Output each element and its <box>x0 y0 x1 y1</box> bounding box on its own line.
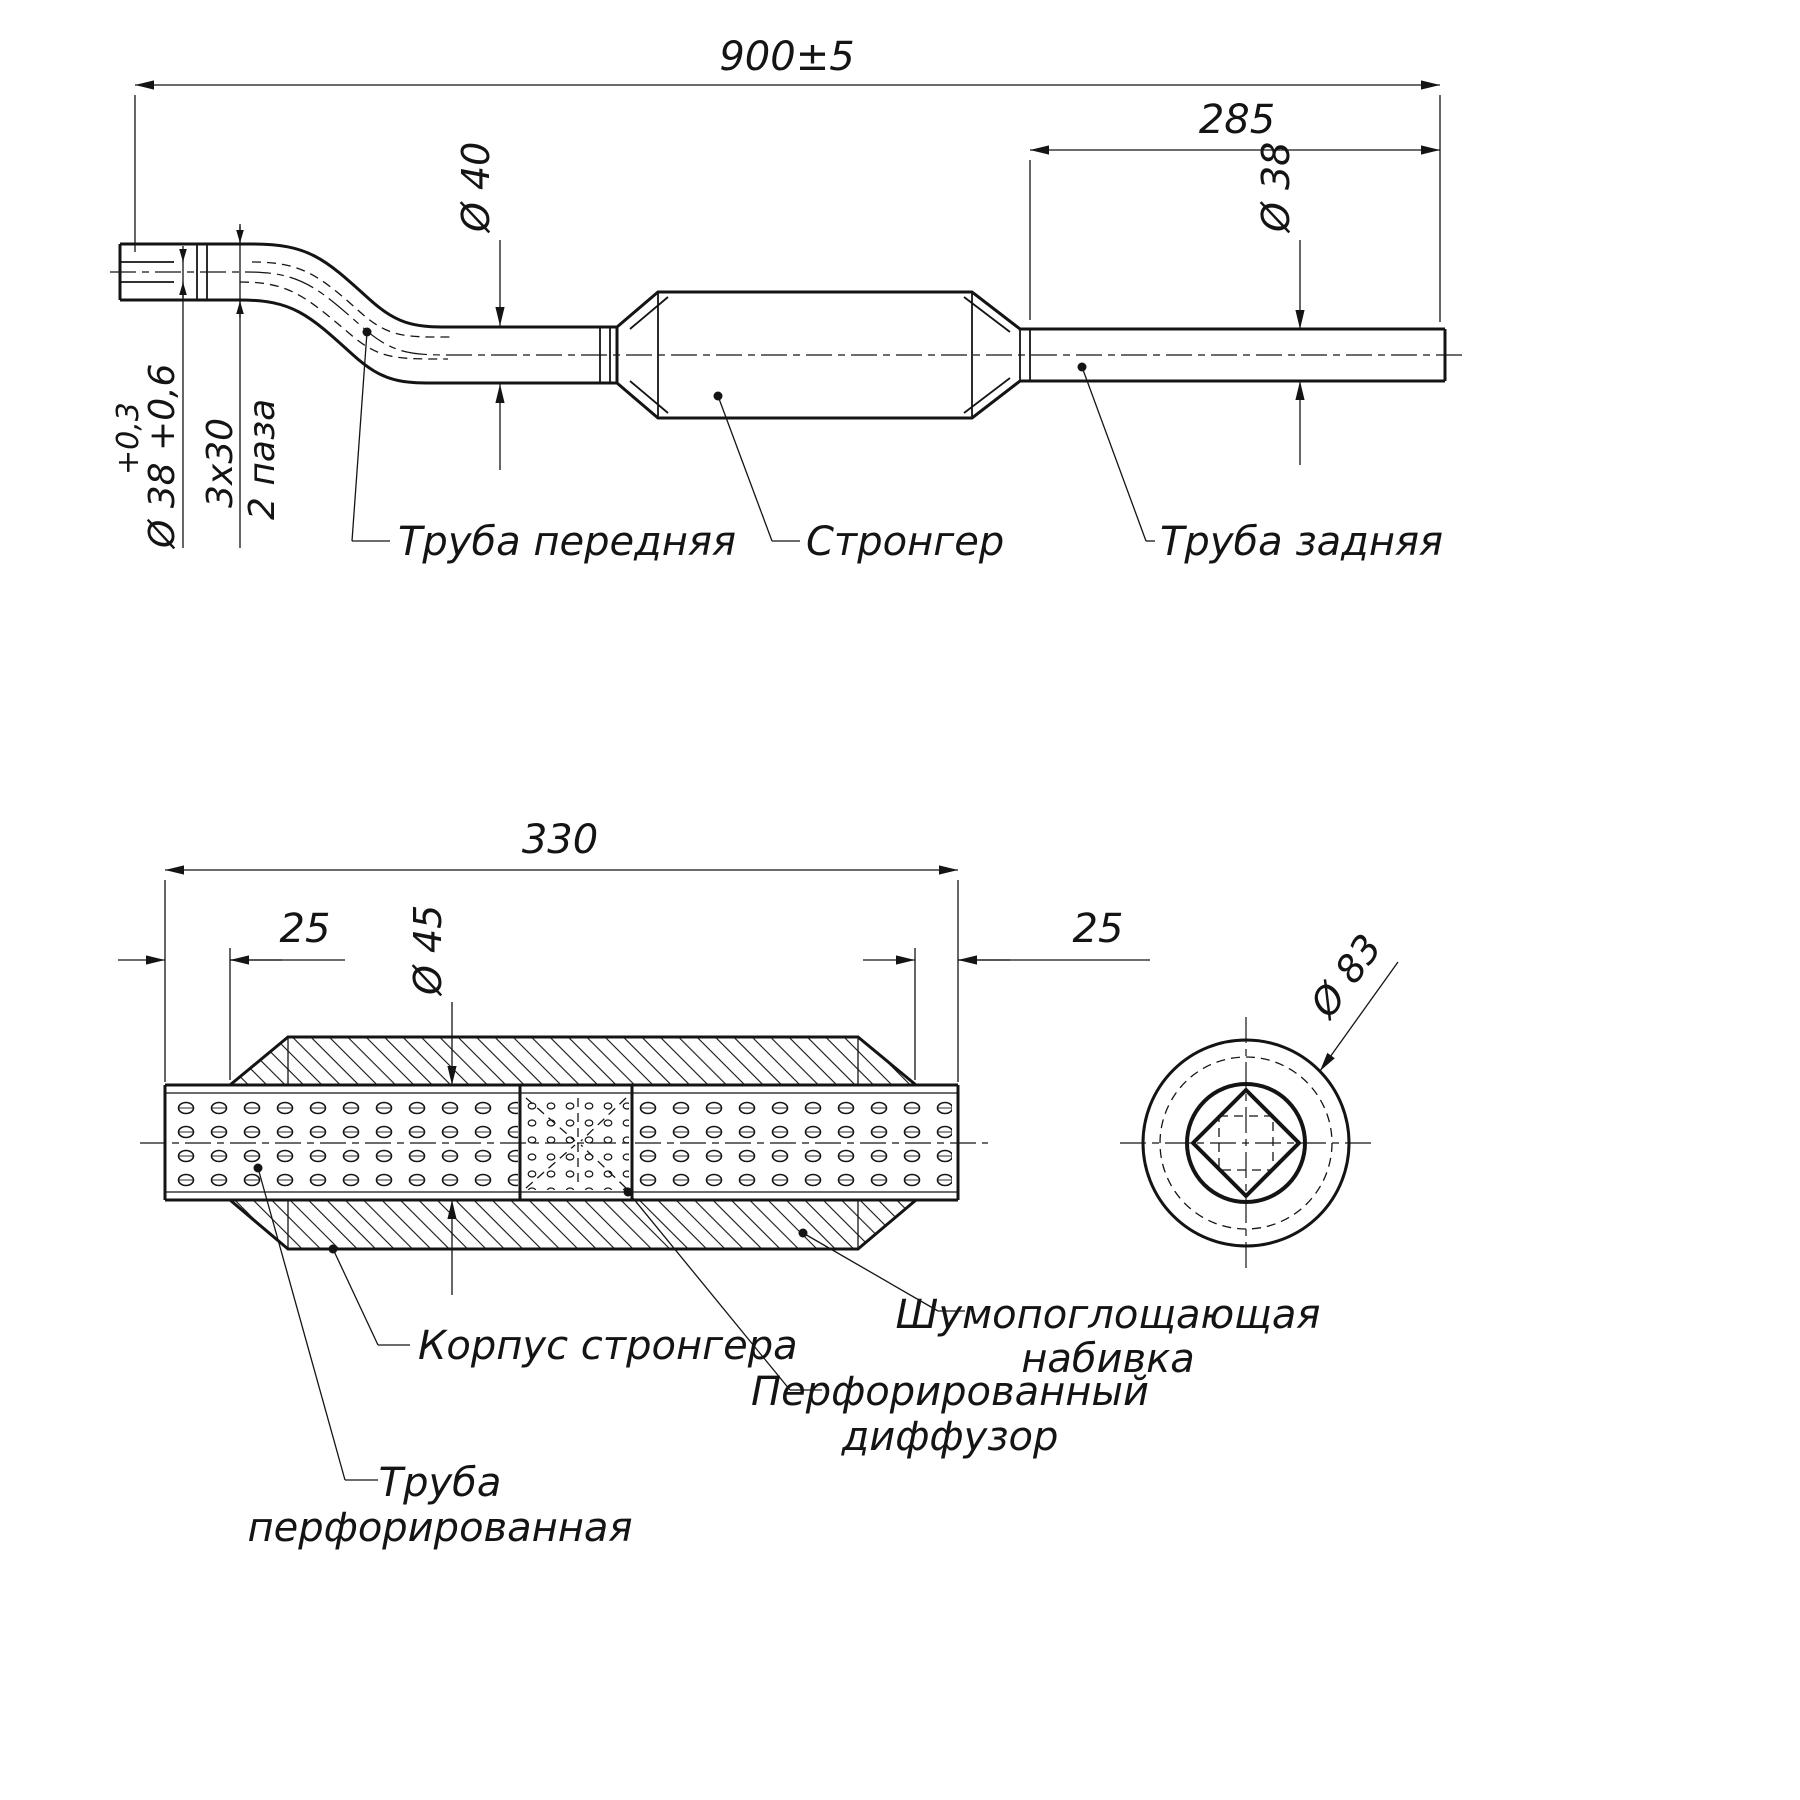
label-perf-pipe-line1: Труба <box>379 1460 502 1506</box>
shell-body <box>229 1035 917 1251</box>
centerline <box>110 271 1465 356</box>
hidden-inner-wall-bottom <box>239 281 449 360</box>
dim-pipe-diameter: Ø 45 <box>406 905 457 1295</box>
dim-offset-right-text: 25 <box>1073 906 1124 952</box>
rear-pipe <box>1020 327 1447 383</box>
front-pipe <box>239 242 617 385</box>
dim-rear-length: 285 <box>1029 97 1440 320</box>
assembly-view: 900±5 285 <box>110 34 1465 565</box>
label-padding-line2: набивка <box>1021 1336 1195 1382</box>
dim-rear-diameter: Ø 38 <box>1254 142 1305 465</box>
end-view: Ø 83 <box>1120 926 1399 1269</box>
dim-mid-diameter-text: Ø 40 <box>454 142 498 234</box>
dim-length-330: 330 <box>164 817 959 1082</box>
label-diffuser-group: Перфорированный диффузор <box>623 1187 1149 1460</box>
dim-overall-text: 900±5 <box>719 34 854 80</box>
label-stronger-group: Стронгер <box>713 391 1004 565</box>
label-front-pipe: Труба передняя <box>398 519 736 565</box>
label-rear-pipe-group: Труба задняя <box>1077 362 1443 565</box>
stronger-body <box>599 290 1031 420</box>
dim-rear-length-text: 285 <box>1199 97 1275 143</box>
dim-mid-diameter: Ø 40 <box>454 142 505 470</box>
label-rear-pipe: Труба задняя <box>1160 519 1443 565</box>
dim-shell-diameter: Ø 83 <box>1301 926 1399 1072</box>
dim-slots-text: 3х30 <box>200 418 241 508</box>
label-shell-group: Корпус стронгера <box>328 1244 798 1369</box>
shell-outer-circle <box>1141 1038 1351 1248</box>
dim-shell-diameter-text: Ø 83 <box>1301 926 1391 1027</box>
dim-offset-right: 25 <box>863 906 1150 1080</box>
pipe-inner-circle <box>1185 1082 1307 1204</box>
label-padding-group: Шумопоглощающая набивка <box>798 1228 1321 1382</box>
diffuser-diamond <box>1191 1088 1301 1198</box>
label-diffuser-line2: диффузор <box>841 1414 1059 1460</box>
dim-offset-left: 25 <box>118 906 345 1080</box>
dim-offset-left-text: 25 <box>280 906 331 952</box>
dim-length-text: 330 <box>522 817 598 863</box>
label-front-pipe-group: Труба передняя <box>351 327 736 565</box>
label-perf-pipe-group: Труба перфорированная <box>247 1163 633 1551</box>
dim-overall-length: 900±5 <box>134 34 1441 322</box>
label-shell: Корпус стронгера <box>418 1323 798 1369</box>
inlet-end <box>118 242 252 302</box>
label-padding-line1: Шумопоглощающая <box>896 1292 1321 1338</box>
dim-inlet-diameter: +0,3 Ø 38 +0,6 <box>111 246 187 550</box>
perforated-pipe-circle <box>1159 1056 1333 1230</box>
dim-inlet-dia-text: Ø 38 +0,6 <box>142 364 183 550</box>
diffuser-hidden-square <box>1218 1115 1274 1171</box>
label-diffuser-line1: Перфорированный <box>751 1369 1149 1415</box>
label-perf-pipe-line2: перфорированная <box>247 1505 632 1551</box>
dim-slots-note-text: 2 паза <box>242 399 283 520</box>
section-view: 330 25 25 Ø 45 <box>118 817 1320 1551</box>
label-stronger: Стронгер <box>806 519 1004 565</box>
dim-inlet-tol-text: +0,3 <box>111 402 146 475</box>
dim-rear-diameter-text: Ø 38 <box>1254 142 1298 234</box>
dim-pipe-diameter-text: Ø 45 <box>406 905 450 997</box>
hidden-inner-wall-top <box>251 261 456 338</box>
dim-slots: 3х30 2 паза <box>200 224 283 548</box>
